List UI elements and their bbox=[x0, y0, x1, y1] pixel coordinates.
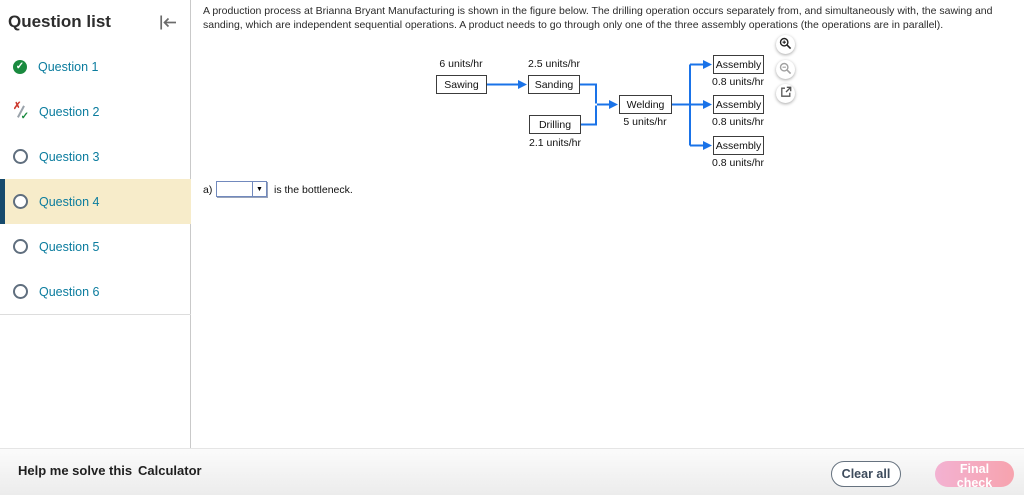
problem-text: A production process at Brianna Bryant M… bbox=[203, 5, 993, 31]
flow-arrows bbox=[487, 60, 712, 150]
unanswered-circle-icon bbox=[13, 284, 28, 299]
question-list-header: Question list bbox=[0, 0, 190, 44]
answer-suffix-text: is the bottleneck. bbox=[274, 184, 353, 196]
correct-answer-icon bbox=[13, 59, 27, 74]
question-link-label: Question 6 bbox=[39, 284, 100, 299]
question-link-label: Question 2 bbox=[39, 104, 100, 119]
dropdown-arrow-icon bbox=[252, 182, 266, 196]
question-link-label: Question 1 bbox=[38, 59, 99, 74]
sidebar-item-question-4-current[interactable]: Question 4 bbox=[0, 179, 191, 224]
sidebar-item-question-2[interactable]: Question 2 bbox=[0, 89, 191, 134]
process-box-sawing: Sawing bbox=[436, 75, 487, 94]
process-box-sanding: Sanding bbox=[528, 75, 580, 94]
rate-label-drilling: 2.1 units/hr bbox=[529, 137, 581, 149]
clear-all-button[interactable]: Clear all bbox=[831, 461, 901, 487]
process-box-label: Assembly bbox=[715, 98, 762, 111]
process-box-welding: Welding bbox=[619, 95, 672, 114]
calculator-link[interactable]: Calculator bbox=[138, 463, 202, 478]
process-box-label: Assembly bbox=[715, 139, 762, 152]
process-box-drilling: Drilling bbox=[529, 115, 581, 134]
question-link-label: Question 4 bbox=[39, 194, 100, 209]
unanswered-circle-icon bbox=[13, 194, 28, 209]
open-in-new-window-icon bbox=[780, 86, 792, 101]
zoom-in-button[interactable] bbox=[776, 35, 795, 54]
rate-label-assembly-1: 0.8 units/hr bbox=[712, 76, 764, 88]
partial-credit-icon bbox=[13, 104, 28, 119]
collapse-panel-button[interactable] bbox=[156, 12, 180, 33]
process-box-label: Welding bbox=[626, 98, 665, 111]
unanswered-circle-icon bbox=[13, 239, 28, 254]
process-box-label: Assembly bbox=[715, 58, 762, 71]
correct-check-icon bbox=[21, 111, 29, 122]
question-link-label: Question 3 bbox=[39, 149, 100, 164]
process-box-assembly-3: Assembly bbox=[713, 136, 764, 155]
rate-label-welding: 5 units/hr bbox=[623, 116, 667, 128]
rate-label-assembly-3: 0.8 units/hr bbox=[712, 157, 764, 169]
zoom-out-button[interactable] bbox=[776, 60, 795, 79]
dropdown-selected-value bbox=[217, 182, 252, 196]
sidebar-item-question-1[interactable]: Question 1 bbox=[0, 44, 191, 89]
process-box-assembly-2: Assembly bbox=[713, 95, 764, 114]
question-list-panel: Question list Question 1 bbox=[0, 0, 191, 448]
process-box-label: Drilling bbox=[538, 118, 572, 131]
process-box-label: Sanding bbox=[534, 78, 574, 91]
zoom-in-icon bbox=[779, 37, 792, 53]
process-box-label: Sawing bbox=[444, 78, 479, 91]
footer-toolbar: Help me solve this Calculator Clear all … bbox=[0, 448, 1024, 495]
bottleneck-dropdown[interactable] bbox=[216, 181, 267, 197]
sidebar-item-question-6[interactable]: Question 6 bbox=[0, 269, 191, 314]
question-list-title: Question list bbox=[8, 12, 111, 31]
process-box-assembly-1: Assembly bbox=[713, 55, 764, 74]
sidebar-item-question-5[interactable]: Question 5 bbox=[0, 224, 191, 269]
open-figure-in-new-window-button[interactable] bbox=[776, 84, 795, 103]
question-link-label: Question 5 bbox=[39, 239, 100, 254]
list-divider bbox=[0, 314, 191, 315]
final-check-button[interactable]: Final check bbox=[935, 461, 1014, 490]
help-me-solve-this-link[interactable]: Help me solve this bbox=[18, 463, 133, 478]
answer-part-label: a) bbox=[203, 184, 213, 196]
sidebar-item-question-3[interactable]: Question 3 bbox=[0, 134, 191, 179]
rate-label-sawing: 6 units/hr bbox=[439, 58, 483, 70]
zoom-out-icon bbox=[779, 62, 792, 78]
unanswered-circle-icon bbox=[13, 149, 28, 164]
collapse-panel-icon bbox=[158, 15, 178, 34]
rate-label-sanding: 2.5 units/hr bbox=[528, 58, 580, 70]
rate-label-assembly-2: 0.8 units/hr bbox=[712, 116, 764, 128]
